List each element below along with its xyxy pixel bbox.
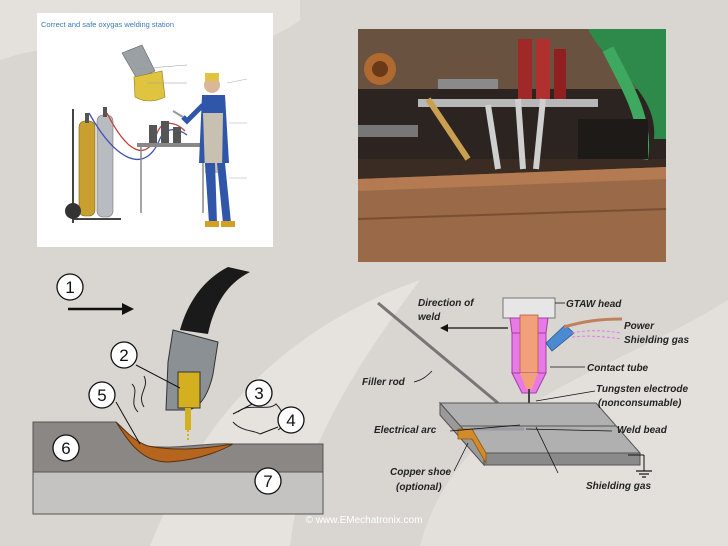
label-direction-weld: weld xyxy=(418,312,441,323)
welding-cable xyxy=(180,267,250,334)
oxygas-station-illustration: Correct and safe oxygas welding station xyxy=(37,13,273,247)
oxy-title: Correct and safe oxygas welding station xyxy=(41,20,174,29)
svg-text:7: 7 xyxy=(263,472,272,491)
label-direction: Direction of xyxy=(418,298,475,309)
label-shielding-gas: Shielding gas xyxy=(586,481,651,492)
label-weld-bead: Weld bead xyxy=(617,425,668,436)
svg-text:1: 1 xyxy=(65,278,74,297)
marker-1: 1 xyxy=(56,273,84,301)
copyright-footer: © www.EMechatronix.com xyxy=(305,515,423,526)
label-copper-shoe: Copper shoe xyxy=(390,467,452,478)
svg-text:5: 5 xyxy=(97,386,106,405)
svg-text:2: 2 xyxy=(119,346,128,365)
label-electrical-arc: Electrical arc xyxy=(374,425,437,436)
label-filler-rod: Filler rod xyxy=(362,377,406,388)
welding-machine-photo xyxy=(358,29,666,262)
gtaw-schematic: Direction of weld GTAW head Power Shield… xyxy=(360,285,700,505)
weld-pool xyxy=(115,421,234,463)
contact-tube xyxy=(519,314,539,376)
marker-7: 7 xyxy=(254,467,282,495)
marker-4: 4 xyxy=(277,406,305,434)
gmaw-weld-cross-section: 1 2 3 4 5 6 7 xyxy=(28,262,328,522)
marker-3: 3 xyxy=(245,379,273,407)
filler-rod xyxy=(377,301,499,405)
svg-text:3: 3 xyxy=(254,384,263,403)
label-shielding-gas-in: Shielding gas xyxy=(624,335,689,346)
label-gtaw-head: GTAW head xyxy=(566,299,622,310)
label-copper-shoe-note: (optional) xyxy=(396,482,442,493)
marker-6: 6 xyxy=(52,434,80,462)
label-tungsten: Tungsten electrode xyxy=(596,384,688,395)
label-tungsten-note: (nonconsumable) xyxy=(598,398,682,409)
svg-text:6: 6 xyxy=(61,439,70,458)
label-contact-tube: Contact tube xyxy=(587,363,649,374)
marker-5: 5 xyxy=(88,381,116,409)
label-power: Power xyxy=(624,321,655,332)
contact-tip xyxy=(177,371,201,409)
svg-text:4: 4 xyxy=(286,411,295,430)
marker-2: 2 xyxy=(110,341,138,369)
